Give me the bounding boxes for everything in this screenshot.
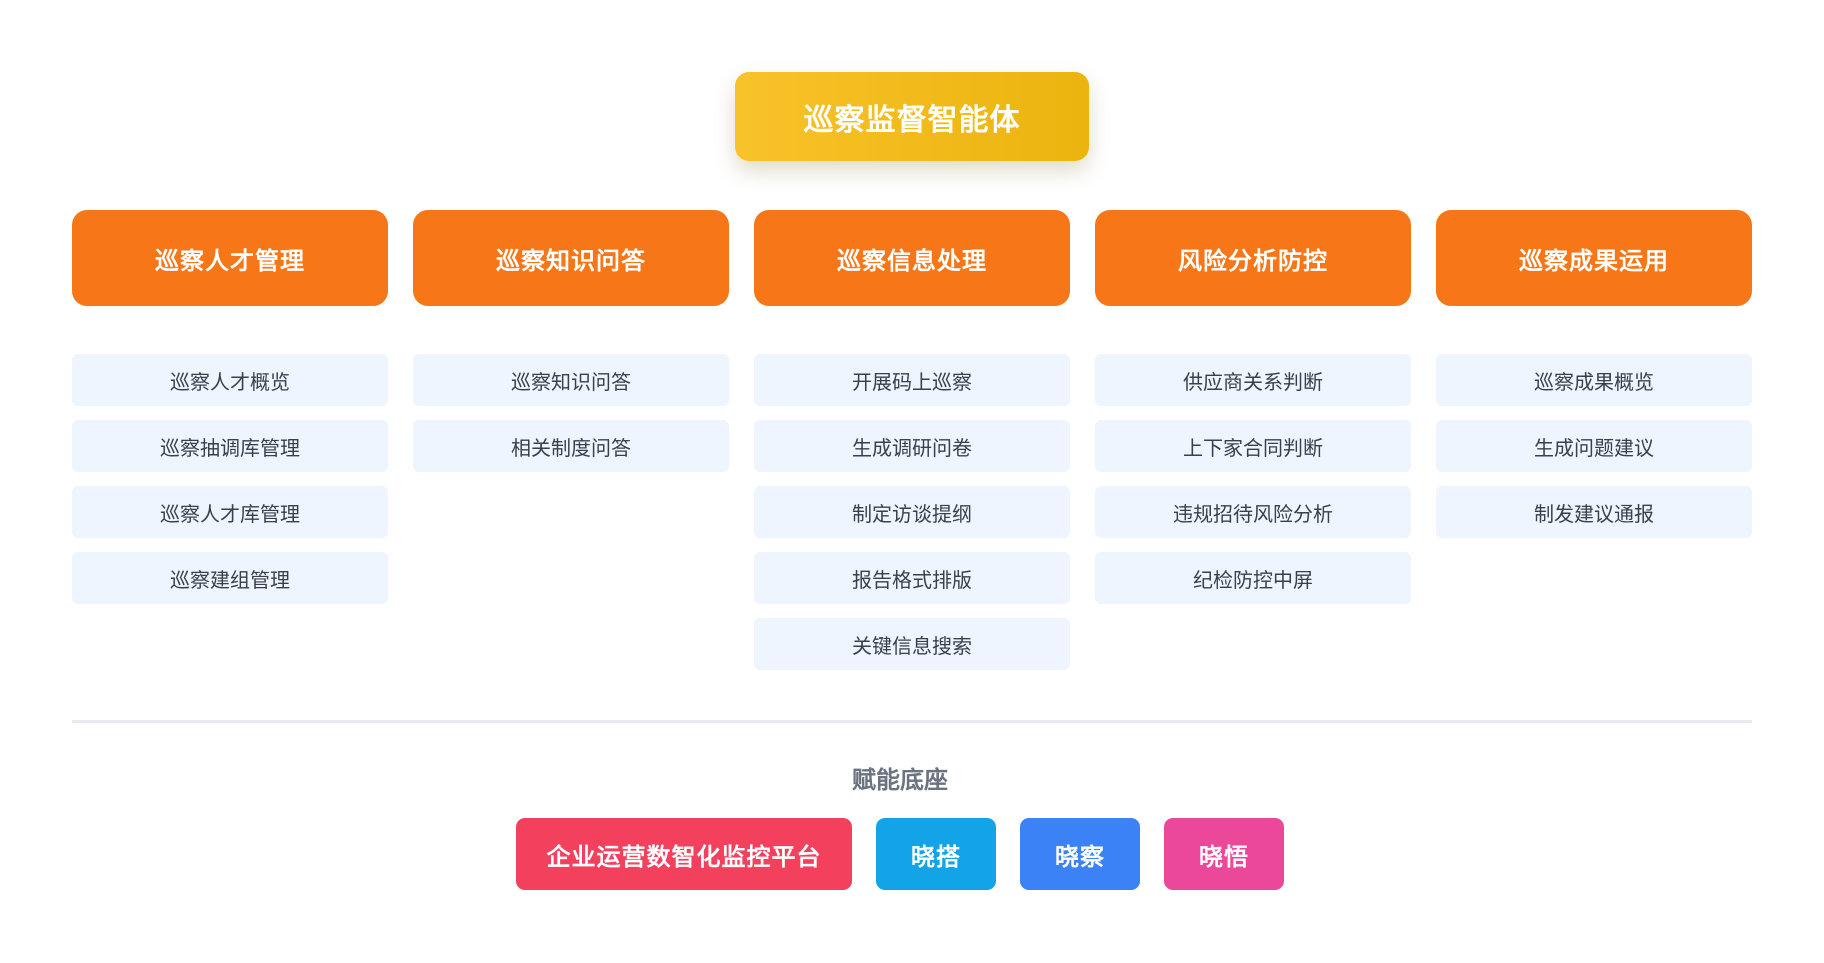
category-talent-management: 巡察人才管理	[72, 210, 388, 306]
category-knowledge-qa: 巡察知识问答	[413, 210, 729, 306]
foundation-xiaowu: 晓悟	[1164, 818, 1284, 890]
item-hospitality-risk: 违规招待风险分析	[1095, 486, 1411, 538]
category-information-processing: 巡察信息处理	[754, 210, 1070, 306]
item-talent-pool: 巡察人才库管理	[72, 486, 388, 538]
top-node: 巡察监督智能体	[735, 72, 1089, 161]
item-discipline-screen: 纪检防控中屏	[1095, 552, 1411, 604]
item-issue-suggestions: 生成问题建议	[1436, 420, 1752, 472]
category-results-application: 巡察成果运用	[1436, 210, 1752, 306]
item-keyword-search: 关键信息搜索	[754, 618, 1070, 670]
item-supplier-relations: 供应商关系判断	[1095, 354, 1411, 406]
column-results-application: 巡察成果运用 巡察成果概览 生成问题建议 制发建议通报	[1436, 210, 1752, 684]
item-secondment-pool: 巡察抽调库管理	[72, 420, 388, 472]
item-contract-judgment: 上下家合同判断	[1095, 420, 1411, 472]
item-policy-qa: 相关制度问答	[413, 420, 729, 472]
column-knowledge-qa: 巡察知识问答 巡察知识问答 相关制度问答	[413, 210, 729, 684]
item-talent-overview: 巡察人才概览	[72, 354, 388, 406]
item-results-overview: 巡察成果概览	[1436, 354, 1752, 406]
item-report-formatting: 报告格式排版	[754, 552, 1070, 604]
category-columns: 巡察人才管理 巡察人才概览 巡察抽调库管理 巡察人才库管理 巡察建组管理 巡察知…	[72, 210, 1752, 684]
column-talent-management: 巡察人才管理 巡察人才概览 巡察抽调库管理 巡察人才库管理 巡察建组管理	[72, 210, 388, 684]
foundation-title: 赋能底座	[852, 766, 948, 794]
foundation-row: 企业运营数智化监控平台 晓搭 晓察 晓悟	[0, 818, 1800, 890]
category-risk-control: 风险分析防控	[1095, 210, 1411, 306]
item-team-building: 巡察建组管理	[72, 552, 388, 604]
column-risk-control: 风险分析防控 供应商关系判断 上下家合同判断 违规招待风险分析 纪检防控中屏	[1095, 210, 1411, 684]
section-divider	[72, 720, 1752, 723]
item-code-inspection: 开展码上巡察	[754, 354, 1070, 406]
item-survey-generation: 生成调研问卷	[754, 420, 1070, 472]
item-interview-outline: 制定访谈提纲	[754, 486, 1070, 538]
foundation-xiaocha: 晓察	[1020, 818, 1140, 890]
item-knowledge-qa: 巡察知识问答	[413, 354, 729, 406]
foundation-xiaoda: 晓搭	[876, 818, 996, 890]
item-suggestion-notice: 制发建议通报	[1436, 486, 1752, 538]
column-information-processing: 巡察信息处理 开展码上巡察 生成调研问卷 制定访谈提纲 报告格式排版 关键信息搜…	[754, 210, 1070, 684]
foundation-monitoring-platform: 企业运营数智化监控平台	[516, 818, 852, 890]
